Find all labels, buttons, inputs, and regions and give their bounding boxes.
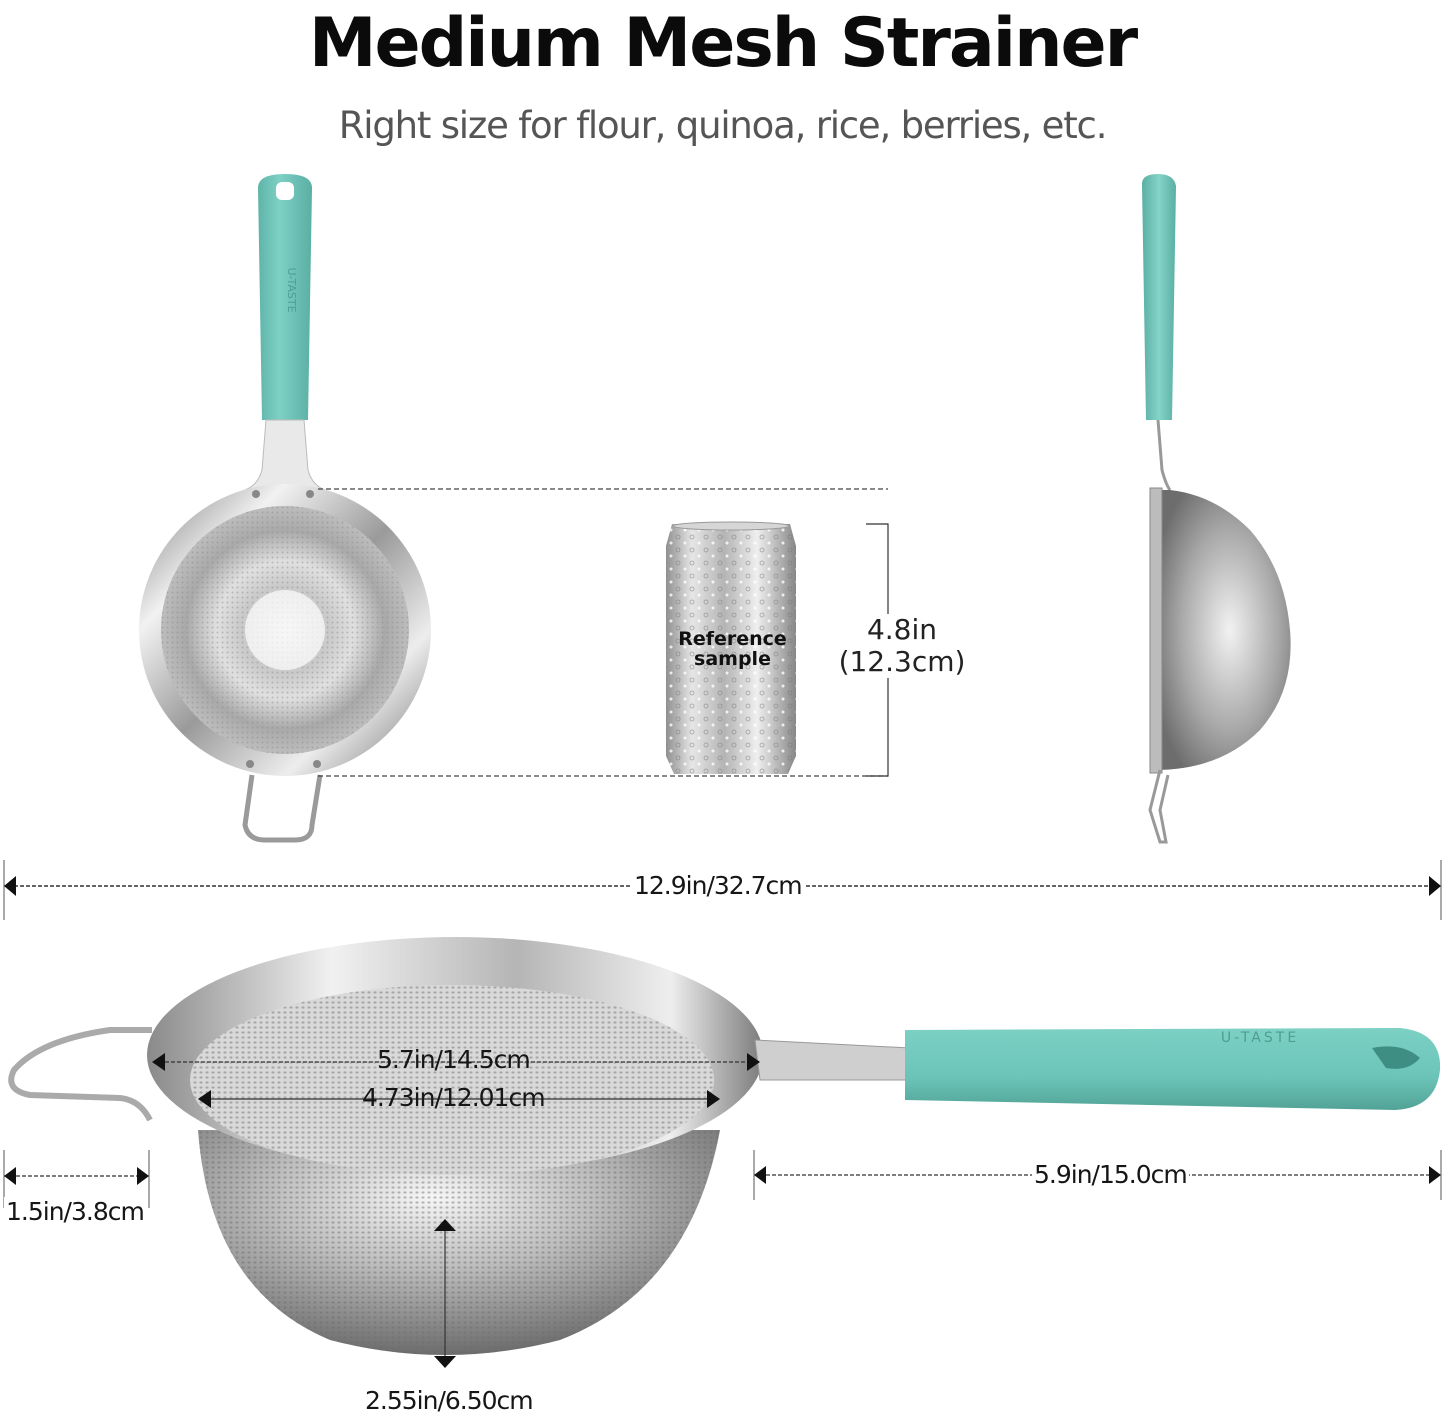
can-label-line1: Reference — [678, 628, 787, 650]
can-height-in: 4.8in — [866, 613, 938, 646]
inner-diameter-label: 4.73in/12.01cm — [362, 1083, 546, 1112]
page-subtitle: Right size for flour, quinoa, rice, berr… — [338, 104, 1108, 147]
strainer-front-view: U-TASTE — [8, 937, 1441, 1355]
handle-brand-text-front: U-TASTE — [1221, 1030, 1299, 1046]
diameter-dimension-lines — [152, 1053, 760, 1108]
handle-length-label: 5.9in/15.0cm — [1032, 1160, 1189, 1189]
can-height-cm: (12.3cm) — [838, 645, 966, 678]
rim-diameter-label: 5.7in/14.5cm — [377, 1045, 531, 1074]
can-height-label: 4.8in (12.3cm) — [832, 614, 972, 678]
can-label: Reference sample — [670, 629, 795, 669]
handle-brand-text: U-TASTE — [285, 267, 298, 312]
bowl-depth-label: 2.55in/6.50cm — [363, 1386, 535, 1415]
page-title: Medium Mesh Strainer — [308, 4, 1138, 83]
strainer-top-view: U-TASTE — [139, 174, 431, 843]
ear-length-label: 1.5in/3.8cm — [4, 1197, 146, 1226]
total-length-label: 12.9in/32.7cm — [632, 871, 804, 900]
strainer-side-view — [1142, 174, 1291, 844]
bowl-depth-dimension-line — [434, 1219, 456, 1368]
can-label-line2: sample — [694, 648, 771, 670]
reference-can — [666, 521, 796, 774]
